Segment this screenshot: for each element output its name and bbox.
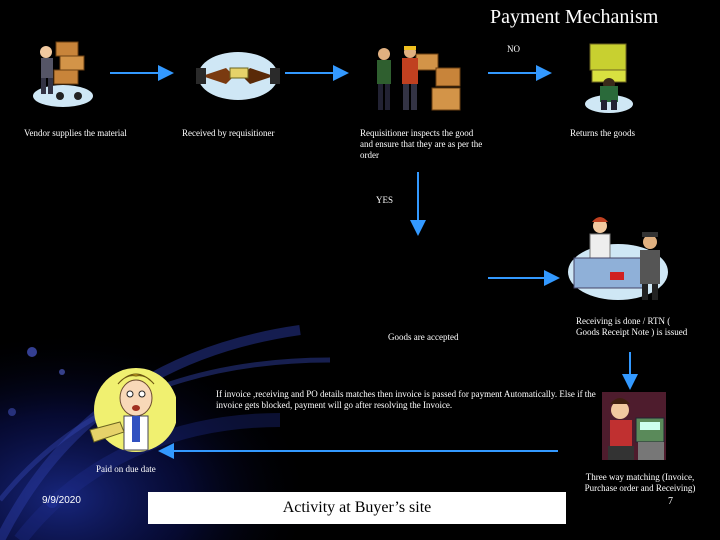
label-vendor-supplies: Vendor supplies the material xyxy=(24,128,127,138)
inspection-workers-clipart-icon xyxy=(377,46,461,111)
label-receiving-done: Receiving is done / RTN ( Goods Receipt … xyxy=(576,316,688,337)
page-number: 7 xyxy=(668,496,673,507)
label-three-way-matching: Three way matching (Invoice, Purchase or… xyxy=(584,472,696,493)
label-returns-goods: Returns the goods xyxy=(570,128,635,138)
receiving-desk-clipart-icon xyxy=(568,217,668,300)
vendor-boxes-clipart-icon xyxy=(33,41,93,107)
footer-date: 9/9/2020 xyxy=(42,495,81,506)
label-yes: YES xyxy=(376,195,394,205)
accountant-clipart-icon xyxy=(602,392,666,460)
footer-caption-box: Activity at Buyer’s site xyxy=(148,492,566,524)
handshake-clipart-icon xyxy=(196,52,280,100)
footer-caption: Activity at Buyer’s site xyxy=(282,499,432,516)
label-no: NO xyxy=(507,44,520,54)
label-matching-note: If invoice ,receiving and PO details mat… xyxy=(216,389,596,410)
paid-man-clipart-icon xyxy=(89,368,176,452)
returns-boxes-clipart-icon xyxy=(585,43,633,113)
slide-title: Payment Mechanism xyxy=(490,6,659,28)
label-goods-accepted: Goods are accepted xyxy=(388,332,459,342)
label-received-by-requisitioner: Received by requisitioner xyxy=(182,128,275,138)
label-requisitioner-inspects: Requisitioner inspects the good and ensu… xyxy=(360,128,483,160)
label-paid-on-due-date: Paid on due date xyxy=(96,464,156,474)
